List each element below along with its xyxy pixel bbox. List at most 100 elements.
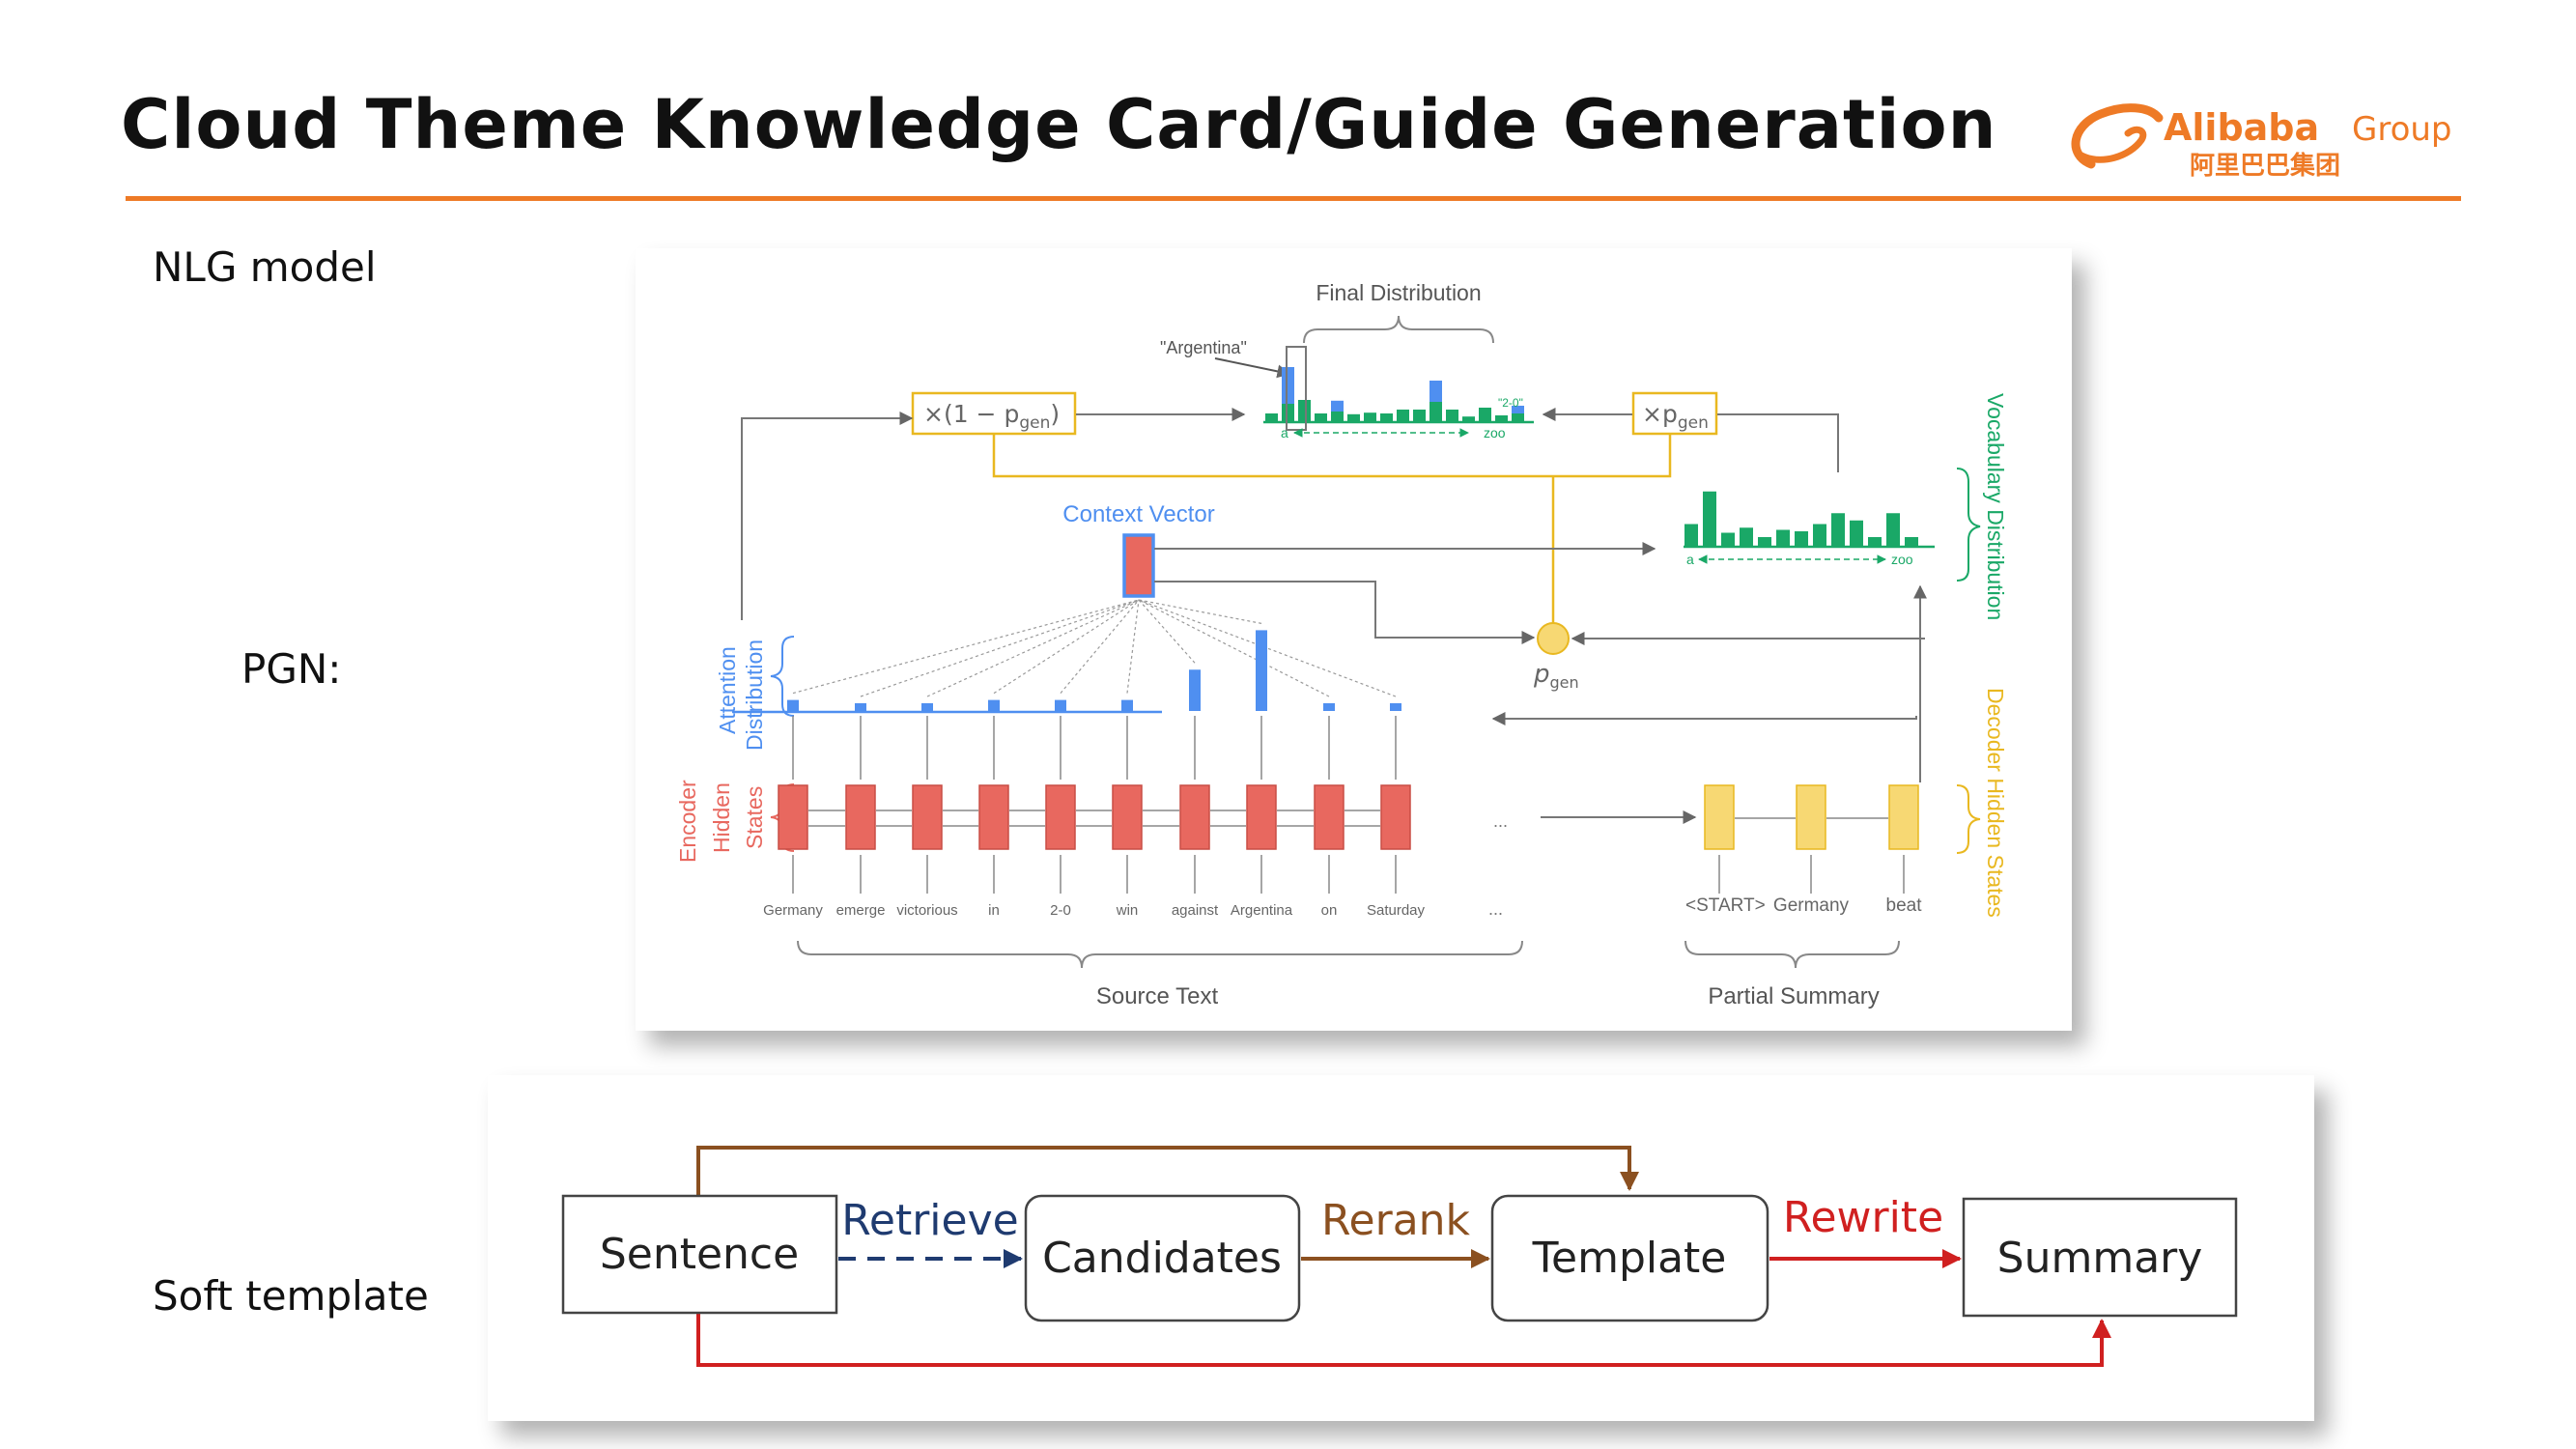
attention-distribution-bars	[787, 630, 1401, 711]
decoder-to-attention-arrow	[1491, 712, 1917, 725]
pgen-box-text: ×pgen	[1642, 400, 1709, 433]
final-tag-20: "2-0"	[1498, 396, 1523, 410]
sentence-to-summary-arrow	[696, 1314, 2111, 1367]
attention-bar	[921, 703, 933, 711]
attention-bar	[787, 699, 799, 711]
vocab-bar	[1813, 524, 1826, 546]
final-axis-a: a	[1281, 425, 1288, 440]
final-bar-attention-part	[1430, 381, 1442, 402]
edge-rerank-label: Rerank	[1321, 1196, 1471, 1245]
vocab-bar	[1776, 529, 1790, 546]
attention-bar	[1256, 630, 1267, 711]
encoder-ellipsis: ...	[1493, 811, 1508, 831]
vocab-distribution-bars	[1684, 491, 1918, 546]
final-bar-vocab-part	[1347, 413, 1360, 421]
node-sentence-label: Sentence	[600, 1230, 799, 1279]
vocab-bar	[1740, 527, 1753, 546]
attention-bar	[1390, 703, 1401, 711]
final-bar-vocab-part	[1315, 413, 1327, 421]
source-word: win	[1116, 902, 1139, 919]
vocab-to-mult-line	[1717, 413, 1839, 472]
attention-fan-line	[1126, 599, 1140, 694]
pgen-node	[1537, 622, 1570, 655]
source-word: against	[1172, 902, 1219, 919]
source-word: Germany	[763, 902, 823, 919]
encoder-state	[1045, 784, 1076, 850]
source-text-brace	[797, 940, 1523, 969]
attention-fan-line	[1060, 599, 1140, 694]
attention-fan-line	[1138, 599, 1397, 697]
encoder-state	[912, 784, 943, 850]
vocab-bar	[1684, 524, 1698, 546]
attention-bar	[988, 699, 1000, 711]
final-bar-vocab-part	[1479, 408, 1491, 421]
logo-brand: Alibaba	[2164, 106, 2319, 149]
vocab-distribution-label: Vocabulary Distribution	[1983, 393, 2008, 620]
logo-chinese: 阿里巴巴集团	[2190, 151, 2340, 181]
context-to-pgen-arrow	[1154, 581, 1536, 644]
vocab-bar	[1721, 532, 1735, 546]
final-bar-vocab-part	[1298, 400, 1311, 421]
pgen-box	[1631, 391, 1718, 436]
partial-summary-label: Partial Summary	[1708, 983, 1879, 1009]
node-summary-label: Summary	[1997, 1234, 2203, 1283]
encoder-state	[1112, 784, 1143, 850]
final-bar-vocab-part	[1512, 413, 1524, 421]
encoder-state	[1314, 784, 1345, 850]
node-summary: Summary	[1962, 1197, 2238, 1318]
attention-bar	[855, 703, 866, 711]
attention-brace	[770, 636, 795, 717]
nlg-model-label: NLG model	[153, 243, 377, 291]
attention-fan-line	[792, 599, 1140, 695]
final-bar-vocab-part	[1265, 413, 1278, 421]
encoder-state	[978, 784, 1009, 850]
decoder-brace	[1956, 784, 1981, 854]
vocab-bar	[1831, 513, 1845, 546]
final-distribution-bars	[1265, 367, 1524, 421]
node-template: Template	[1490, 1194, 1769, 1322]
final-bar-vocab-part	[1380, 413, 1393, 421]
node-sentence: Sentence	[561, 1194, 838, 1315]
decoder-hidden-states-label: Decoder Hidden States	[1983, 688, 2008, 918]
attention-fan-line	[1138, 599, 1262, 624]
source-ellipsis: ...	[1488, 899, 1503, 919]
final-axis-zoo: zoo	[1484, 425, 1506, 440]
one-minus-pgen-text: ×(1 − pgen)	[923, 400, 1060, 433]
one-minus-pgen-box	[911, 391, 1077, 436]
final-bar-vocab-part	[1495, 415, 1508, 421]
pgn-diagram: Final Distribution "Argentina" a zoo "2-…	[675, 280, 2008, 1009]
pgn-label: PGN:	[241, 645, 342, 693]
encoder-state	[1246, 784, 1277, 850]
attention-fan-lines	[792, 599, 1397, 697]
final-bar-vocab-part	[1413, 410, 1426, 421]
vocab-bar	[1905, 537, 1918, 546]
decoder-word: Germany	[1773, 895, 1850, 916]
final-bar-vocab-part	[1331, 412, 1344, 421]
vocab-brace	[1956, 468, 1981, 582]
attention-bar	[1189, 669, 1201, 711]
source-word: emerge	[836, 902, 886, 919]
encoder-state	[1179, 784, 1210, 850]
node-candidates: Candidates	[1024, 1194, 1301, 1322]
attention-fan-line	[1138, 599, 1196, 664]
context-vector-box	[1122, 533, 1155, 598]
attention-fan-line	[860, 599, 1140, 697]
source-word: victorious	[896, 902, 957, 919]
source-word: Saturday	[1367, 902, 1426, 919]
pgn-diagram-panel: Final Distribution "Argentina" a zoo "2-…	[636, 248, 2072, 1031]
vocab-bar	[1850, 520, 1863, 546]
final-bar-attention-part	[1282, 367, 1294, 404]
encoder-state	[845, 784, 876, 850]
slide-title: Cloud Theme Knowledge Card/Guide Generat…	[121, 85, 1997, 164]
soft-template-diagram: Sentence Candidates Template Summary Ret…	[561, 1146, 2238, 1367]
attention-fan-line	[926, 599, 1140, 697]
final-bar-vocab-part	[1430, 402, 1442, 421]
encoder-state	[1380, 784, 1411, 850]
vocab-bar	[1703, 491, 1716, 546]
attention-to-mult-arrow	[741, 412, 914, 620]
edge-retrieve-label: Retrieve	[841, 1196, 1018, 1245]
attention-bar	[1055, 699, 1066, 711]
vocab-axis-zoo: zoo	[1891, 552, 1913, 567]
edge-rewrite-label: Rewrite	[1783, 1193, 1943, 1242]
